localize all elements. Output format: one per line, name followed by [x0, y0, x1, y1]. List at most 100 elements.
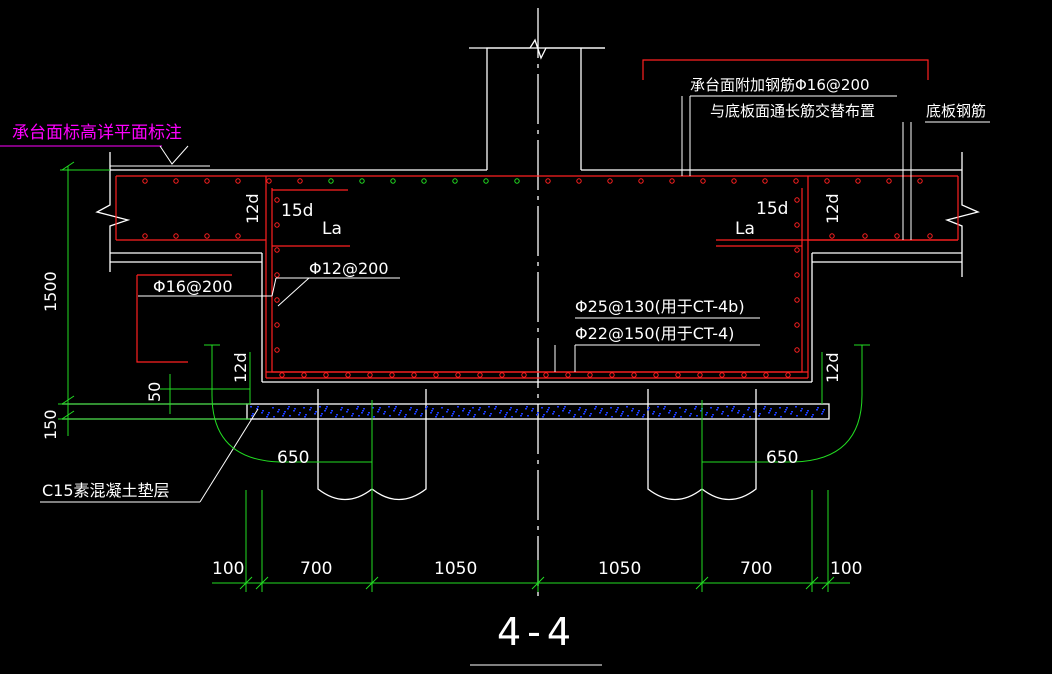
rebar-dot	[576, 178, 582, 184]
rebar-dot	[794, 197, 800, 203]
rebar-dot	[421, 178, 427, 184]
rebar-dot	[274, 347, 280, 353]
anchor-15d-right: 15d	[756, 199, 788, 219]
rebar-dot	[794, 222, 800, 228]
rebar-dot	[894, 233, 900, 239]
rebar-dot	[638, 178, 644, 184]
stirrup-rebar-label: Φ12@200	[309, 259, 389, 278]
cap-top-extra-rebar-note: 与底板面通长筋交替布置	[710, 102, 875, 120]
rebar-dot	[266, 178, 272, 184]
rebar-dot	[917, 178, 923, 184]
dim-height-150: 150	[41, 409, 60, 440]
rebar-dot	[697, 372, 703, 378]
rebar-dot	[328, 178, 334, 184]
rebar-dot	[433, 372, 439, 378]
cushion-label: C15素混凝土垫层	[42, 481, 170, 500]
dim-height-total: 1500	[41, 271, 60, 312]
rebar-dot	[794, 322, 800, 328]
rebar-dot	[794, 247, 800, 253]
rebar-dot	[741, 372, 747, 378]
rebar-dot	[521, 372, 527, 378]
rebar-dot	[785, 372, 791, 378]
rebar-dot	[609, 372, 615, 378]
rebar-dot	[173, 178, 179, 184]
rebar-dot	[669, 178, 675, 184]
rebar-dot	[762, 178, 768, 184]
rebar-dot	[455, 372, 461, 378]
cap-top-elevation-label: 承台面标高详平面标注	[12, 123, 182, 143]
anchor-12d-left-bottom: 12d	[231, 352, 250, 383]
rebar-dot	[279, 372, 285, 378]
rebar-dot	[389, 372, 395, 378]
rebar-dot	[543, 372, 549, 378]
rebar-dot	[345, 372, 351, 378]
rebar-dot	[794, 272, 800, 278]
rebar-dot	[763, 372, 769, 378]
bottom-rebar-label-a: Φ25@130(用于CT-4b)	[575, 297, 745, 316]
pile-650-right: 650	[766, 448, 798, 468]
leader-lines	[0, 95, 990, 503]
rebar-dot	[142, 233, 148, 239]
rebar-dot	[794, 297, 800, 303]
rebar-dot	[855, 178, 861, 184]
rebar-dot	[700, 178, 706, 184]
rebar-dots	[142, 178, 933, 378]
anchor-12d-right-top: 12d	[823, 193, 842, 224]
rebar-dot	[274, 197, 280, 203]
rebar-dot	[675, 372, 681, 378]
anchor-la-right: La	[735, 219, 755, 239]
rebar-dot	[886, 178, 892, 184]
rebar-dot	[862, 233, 868, 239]
rebar-dot	[719, 372, 725, 378]
rebar-dot	[545, 178, 551, 184]
rebar-dot	[274, 247, 280, 253]
pile-650-left: 650	[277, 448, 309, 468]
rebar-dot	[829, 233, 835, 239]
rebar-dot	[794, 347, 800, 353]
slab-rebar-label: 底板钢筋	[926, 102, 986, 120]
rebar-dot	[607, 178, 613, 184]
rebar-dot	[367, 372, 373, 378]
rebar-dot	[793, 178, 799, 184]
rebar-dot	[204, 178, 210, 184]
rebar-dot	[323, 372, 329, 378]
dim-height-50: 50	[145, 382, 164, 402]
section-title: 4-4	[497, 610, 577, 654]
rebar-dot	[142, 178, 148, 184]
bottom-rebar-label-b: Φ22@150(用于CT-4)	[575, 324, 734, 343]
rebar-dot	[204, 233, 210, 239]
dim-bottom-2: 700	[300, 559, 332, 579]
rebar-dot	[297, 178, 303, 184]
rebar-dot	[631, 372, 637, 378]
rebar-dot	[235, 233, 241, 239]
rebar-dot	[274, 322, 280, 328]
rebar-lines	[115, 59, 959, 379]
dim-bottom-3: 1050	[434, 559, 477, 579]
anchor-12d-left-top: 12d	[243, 193, 262, 224]
side-rebar-label: Φ16@200	[153, 277, 233, 296]
anchor-12d-right-bottom: 12d	[823, 352, 842, 383]
rebar-dot	[499, 372, 505, 378]
anchor-15d-left: 15d	[281, 201, 313, 221]
rebar-dot	[390, 178, 396, 184]
rebar-dot	[483, 178, 489, 184]
concrete-outline	[62, 8, 980, 600]
rebar-dot	[514, 178, 520, 184]
dim-bottom-5: 700	[740, 559, 772, 579]
anchor-la-left: La	[322, 219, 342, 239]
cushion-hatch	[250, 406, 825, 418]
rebar-dot	[235, 178, 241, 184]
cap-top-extra-rebar-label: 承台面附加钢筋Φ16@200	[690, 76, 870, 94]
rebar-dot	[927, 233, 933, 239]
rebar-dot	[274, 222, 280, 228]
rebar-dot	[565, 372, 571, 378]
dim-bottom-4: 1050	[598, 559, 641, 579]
rebar-dot	[301, 372, 307, 378]
rebar-dot	[587, 372, 593, 378]
rebar-dot	[477, 372, 483, 378]
rebar-dot	[653, 372, 659, 378]
rebar-dot	[411, 372, 417, 378]
dim-bottom-6: 100	[830, 559, 862, 579]
